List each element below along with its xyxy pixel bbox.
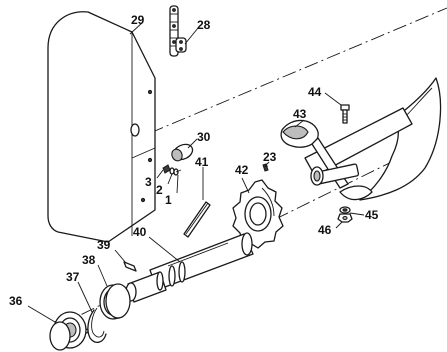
bolt-and-washers: [162, 164, 182, 176]
callout-28: 28: [197, 18, 211, 32]
upper-centerline: [149, 7, 447, 134]
nut-and-washer: [337, 206, 353, 223]
leader-45: [349, 212, 365, 216]
drive-sprocket: [232, 179, 284, 249]
snap-ring: [83, 307, 107, 344]
callout-40: 40: [133, 225, 147, 239]
drive-shaft: [125, 232, 254, 303]
leader-42: [241, 177, 250, 194]
bearing: [49, 311, 87, 351]
leader-28: [184, 27, 199, 45]
plug: [171, 143, 194, 162]
callout-42: 42: [235, 163, 249, 177]
callout-29: 29: [131, 13, 145, 27]
leader-3: [156, 169, 164, 179]
gear-case-cover: [47, 11, 156, 243]
callout-39: 39: [97, 238, 111, 252]
callout-44: 44: [308, 85, 322, 99]
callout-38: 38: [82, 253, 96, 267]
callout-45: 45: [365, 208, 379, 222]
callout-37: 37: [66, 270, 80, 284]
roller-chain: [169, 5, 187, 57]
leader-1: [176, 174, 179, 194]
leader-29: [129, 21, 144, 35]
leader-37: [77, 281, 93, 313]
leader-2: [167, 173, 173, 185]
set-screw: [262, 163, 269, 172]
leader-46: [335, 221, 343, 229]
bolt: [340, 104, 350, 124]
auger-assembly: [280, 77, 442, 201]
leader-43: [294, 119, 305, 128]
callout-43: 43: [293, 107, 307, 121]
leader-40: [148, 236, 181, 263]
leader-39: [114, 249, 127, 264]
leader-36: [27, 305, 56, 323]
leader-38: [97, 264, 108, 287]
spacer-collar: [99, 283, 131, 320]
leader-23: [264, 161, 270, 167]
callout-30: 30: [197, 130, 211, 144]
callout-2: 2: [156, 183, 163, 197]
callout-46: 46: [318, 223, 332, 237]
leader-30: [187, 138, 198, 149]
callout-36: 36: [9, 294, 23, 308]
callout-3: 3: [145, 175, 152, 189]
woodruff-key: [123, 261, 137, 272]
square-key: [183, 201, 211, 238]
callout-41: 41: [195, 155, 209, 169]
callout-1: 1: [165, 193, 172, 207]
leader-44: [324, 92, 342, 106]
callout-23: 23: [263, 150, 277, 164]
